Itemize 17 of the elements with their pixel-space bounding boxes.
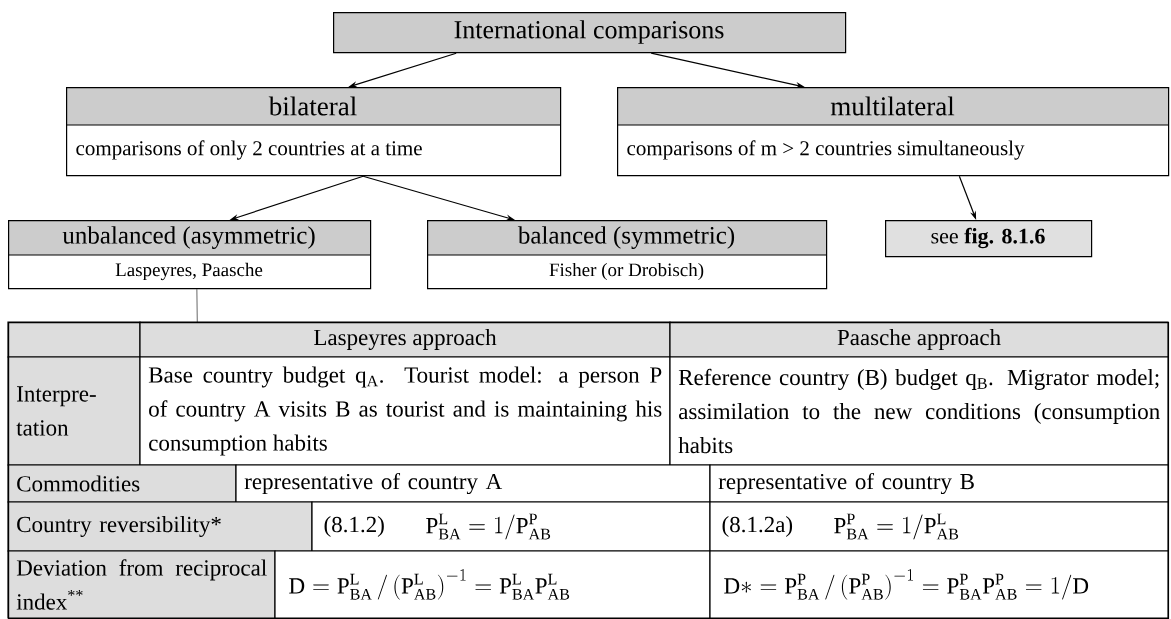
category-box: unbalanced (asymmetric) Laspeyres, Paasche <box>7 220 372 290</box>
category-box: bilateral comparisons of only 2 countries at a time <box>65 87 562 177</box>
reference-box: see fig. 8.1.6 <box>885 220 1093 258</box>
title-box: International comparisons <box>333 12 847 54</box>
table-cell: Country reversibility* <box>7 501 313 552</box>
table-cell: Commodities <box>7 464 237 503</box>
table-cell: $\mathrm{D*}=\mathrm{P}^{\mathrm{P}}_{\mathrm{BA}}\,/\left(\mathrm{P}^{\mathrm{P}}_{\mathrm{AB}}\right)^{-1}=\mathrm{P}^{\mathrm{P}}_{\mathrm{BA}}\mathrm{P}^{\mathrm{P}}_{\mathrm{AB}}=1/\mathrm{D}$ <box>709 550 1169 619</box>
category-box: balanced (symmetric) Fisher (or Drobisch) <box>426 220 828 290</box>
table-cell: $\mathrm{D}=\mathrm{P}^{\mathrm{L}}_{\mathrm{BA}}\,/\left(\mathrm{P}^{\mathrm{L}}_{\mathrm{AB}}\right)^{-1}=\mathrm{P}^{\mathrm{L}}_{\mathrm{BA}}\mathrm{P}^{\mathrm{L}}_{\mathrm{AB}}$ <box>274 550 711 619</box>
table-frame <box>8 322 1170 619</box>
table-cell: Deviation from reciprocal index$^{**}$ <box>7 550 276 619</box>
table-cell: representative of country B <box>709 464 1169 503</box>
connector-line <box>196 288 198 323</box>
table-cell: representative of country A <box>235 464 711 503</box>
table-cell: (8.1.2a) $\mathrm{P}^{\mathrm{P}}_{\mathrm{BA}}=1\big/\mathrm{P}^{\mathrm{L}}_{\mathrm{AB}}$ <box>709 501 1169 552</box>
table-cell: (8.1.2) $\mathrm{P}^{\mathrm{L}}_{\mathrm{BA}}=1\big/\mathrm{P}^{\mathrm{P}}_{\mathrm{AB}}$ <box>311 501 711 552</box>
category-box: multilateral comparisons of m > 2 countries simultaneously <box>616 87 1170 177</box>
